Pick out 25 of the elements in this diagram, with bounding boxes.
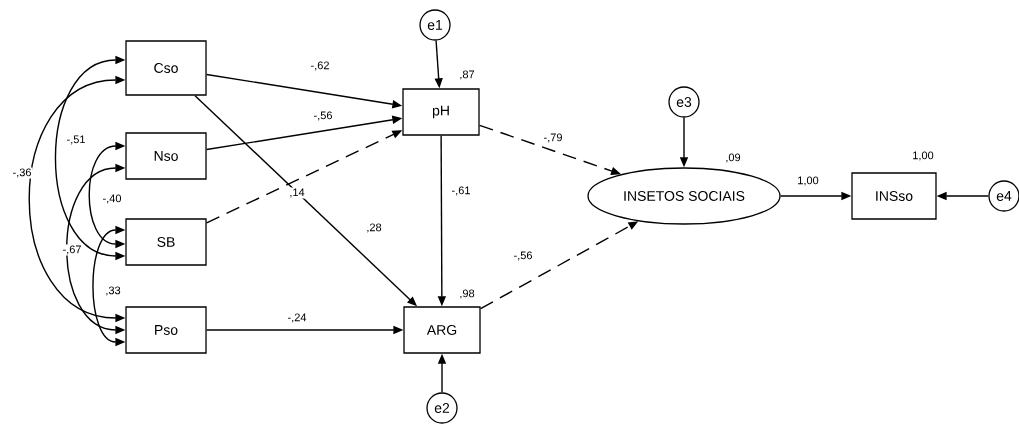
variable-box: SB — [125, 218, 207, 266]
variable-box: pH — [402, 88, 480, 136]
edge-label: -,24 — [286, 312, 308, 324]
edge-label: ,28 — [365, 222, 383, 234]
edge-label: -,51 — [65, 134, 87, 146]
edge-label: -,56 — [312, 110, 334, 122]
edge-label: ,14 — [288, 187, 306, 199]
edge-label: -,56 — [512, 250, 534, 262]
edge-label: ,33 — [104, 285, 122, 297]
edge-label: -,40 — [101, 193, 123, 205]
edge-label: -,61 — [450, 185, 472, 197]
variable-box: Cso — [125, 40, 207, 96]
edge-label: -,67 — [61, 244, 83, 256]
value-label: ,09 — [726, 153, 741, 163]
edge-label: -,62 — [309, 60, 331, 72]
value-label: ,98 — [460, 289, 475, 299]
variable-box: INSso — [851, 172, 937, 220]
edge-label: -,36 — [11, 167, 33, 179]
edge-label: 1,00 — [796, 175, 820, 187]
variable-box: Nso — [125, 132, 207, 180]
variable-box: ARG — [403, 306, 481, 354]
value-label: ,87 — [460, 70, 475, 80]
edge-label: -,79 — [542, 132, 564, 144]
variable-box: Pso — [125, 306, 207, 354]
value-label: 1,00 — [913, 151, 934, 161]
